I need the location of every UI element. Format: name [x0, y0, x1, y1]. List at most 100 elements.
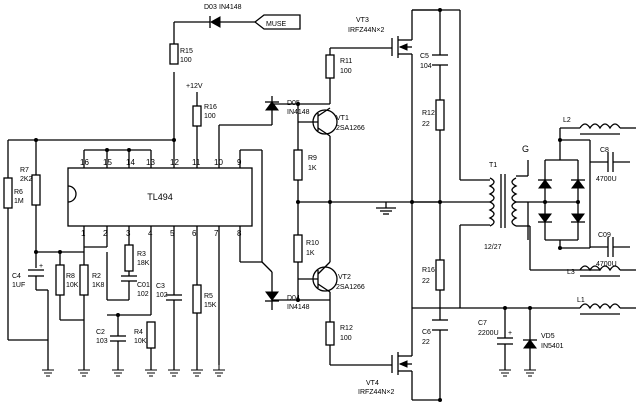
r11-val: 100	[340, 68, 352, 75]
vd5: VD5 IN5401	[523, 308, 564, 370]
c09-val: 4700U	[596, 261, 617, 268]
ic-tl494: TL494	[67, 167, 253, 227]
r11-ref: R11	[340, 58, 352, 65]
c4: C4 1UF +	[12, 263, 49, 370]
r3-val: 18K	[137, 260, 150, 267]
d04: D04 IN4148	[265, 280, 310, 311]
r5: R5 15K	[192, 284, 217, 370]
r6: R6 1M	[3, 140, 48, 341]
pin-9: 9	[237, 158, 242, 167]
r15-ref: R15	[180, 48, 193, 55]
c2: C2 103	[96, 314, 151, 370]
vt1-ref: VT1	[336, 115, 349, 122]
c2-ref: C2	[96, 329, 105, 336]
r4-ref: R4	[134, 329, 143, 336]
v12-label: +12V	[186, 83, 203, 90]
ground-7	[213, 369, 225, 377]
c09-ref: C09	[598, 232, 611, 239]
r8-ref: R8	[66, 273, 75, 280]
c3: C3 102	[156, 283, 182, 370]
inductor-l1: L1	[460, 297, 636, 315]
driver-bus	[272, 48, 440, 365]
r2: R2 1K8	[79, 246, 107, 370]
d04-val: IN4148	[287, 304, 310, 311]
d04-ref: D04	[287, 295, 300, 302]
r11: R11 100	[325, 54, 352, 79]
c09: C09 4700U	[590, 232, 630, 268]
c5-val: 104	[420, 63, 432, 70]
r9-val: 1K	[308, 165, 317, 172]
d05: D05 IN4148	[265, 96, 310, 125]
muse-label: MUSE	[266, 21, 287, 28]
r10-val: 1K	[306, 250, 315, 257]
d05-ref: D05	[287, 100, 300, 107]
r16-22: R16 22	[422, 259, 445, 291]
r16-val: 100	[204, 113, 216, 120]
r2-val: 1K8	[92, 282, 105, 289]
svg-text:+: +	[508, 330, 512, 337]
r4-val: 10K	[134, 338, 147, 345]
l1-label: L1	[577, 297, 585, 304]
d05-val: IN4148	[287, 109, 310, 116]
vt2-val: 2SA1266	[336, 284, 365, 291]
ic-top-pin-numbers: 16 15 14 13 12 11 10 9	[80, 158, 242, 167]
vt3-val: IRFZ44N×2	[348, 27, 384, 34]
c01-val: 102	[137, 291, 149, 298]
r10-ref: R10	[306, 240, 319, 247]
c01-ref: C01	[137, 282, 150, 289]
c2-val: 103	[96, 338, 108, 345]
ground-6	[191, 369, 203, 377]
c6: C6 22	[422, 319, 448, 346]
c3-ref: C3	[156, 283, 165, 290]
r5-val: 15K	[204, 302, 217, 309]
vd5-ref: VD5	[541, 333, 555, 340]
r12b-val: 22	[422, 121, 430, 128]
r15-val: 100	[180, 57, 192, 64]
r16-ref: R16	[204, 104, 217, 111]
ground-4	[145, 369, 157, 377]
c4-ref: C4	[12, 273, 21, 280]
r16b-val: 22	[422, 278, 430, 285]
secondary-wiring	[516, 139, 600, 271]
ic-top-pins	[83, 125, 241, 168]
r12-22: R12 22	[422, 99, 445, 131]
r16-supply: +12V R16 100	[186, 83, 217, 140]
c8-val: 4700U	[596, 176, 617, 183]
muse-input: MUSE	[253, 14, 301, 30]
inductor-l3: L3	[567, 265, 636, 277]
pin-16: 16	[80, 158, 89, 167]
ic-label: TL494	[147, 192, 173, 202]
r6-ref: R6	[14, 189, 23, 196]
r9: R9 1K	[293, 149, 331, 202]
ground-3	[112, 369, 124, 377]
r15: R15 100	[169, 21, 210, 140]
inductor-l2: L2	[559, 117, 636, 140]
r7-val: 2K2	[20, 176, 33, 183]
pin-7: 7	[214, 229, 219, 238]
r8-val: 10K	[66, 282, 79, 289]
r9-ref: R9	[308, 155, 317, 162]
transformer-t1: T1 12/27 G	[412, 9, 529, 309]
pin-14: 14	[126, 158, 135, 167]
ic-notch	[67, 185, 77, 203]
r2-ref: R2	[92, 273, 101, 280]
ground-2	[78, 369, 90, 377]
r7-ref: R7	[20, 167, 29, 174]
r6-val: 1M	[14, 198, 24, 205]
d03-val: IN4148	[219, 4, 242, 11]
r12a-ref: R12	[340, 325, 353, 332]
pin-6: 6	[192, 229, 197, 238]
c7-val: 2200U	[478, 330, 499, 337]
r4: R4 10K	[134, 321, 156, 370]
rectifier-diodes	[538, 179, 585, 223]
ground-symbols	[42, 365, 225, 377]
r12b-ref: R12	[422, 110, 435, 117]
r5-ref: R5	[204, 293, 213, 300]
vt1: VT1 2SA1266	[298, 107, 365, 150]
ic-bottom-pins	[83, 226, 241, 365]
c4-val: 1UF	[12, 282, 25, 289]
r12a-val: 100	[340, 335, 352, 342]
r3-ref: R3	[137, 251, 146, 258]
